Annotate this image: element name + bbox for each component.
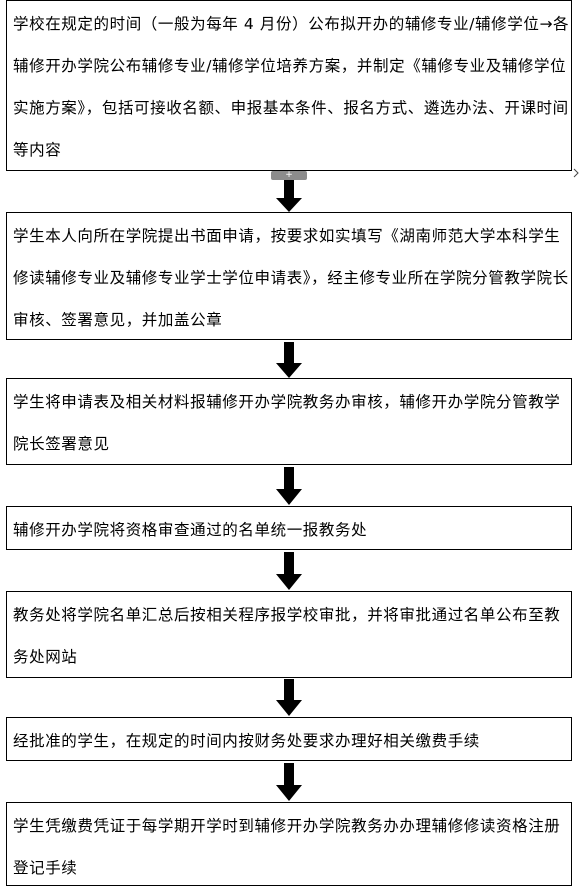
flow-step-2: 学生本人向所在学院提出书面申请，按要求如实填写《湖南师范大学本科学生修读辅修专业… — [6, 212, 572, 340]
side-marker-icon — [573, 168, 579, 178]
flow-step-2-text: 学生本人向所在学院提出书面申请，按要求如实填写《湖南师范大学本科学生修读辅修专业… — [13, 227, 569, 329]
flow-step-3-text: 学生将申请表及相关材料报辅修开办学院教务办审核，辅修开办学院分管教学院长签署意见 — [13, 393, 561, 453]
expand-handle[interactable]: + — [271, 171, 307, 180]
flow-step-7-text: 学生凭缴费凭证于每学期开学时到辅修开办学院教务办办理辅修修读资格注册登记手续 — [13, 817, 561, 877]
flow-step-5-text: 教务处将学院名单汇总后按相关程序报学校审批，并将审批通过名单公布至教务处网站 — [13, 606, 561, 666]
down-arrow-icon — [276, 763, 302, 801]
down-arrow-icon — [276, 679, 302, 716]
flow-step-5: 教务处将学院名单汇总后按相关程序报学校审批，并将审批通过名单公布至教务处网站 — [6, 591, 572, 678]
flow-step-1-text: 学校在规定的时间（一般为每年 4 月份）公布拟开办的辅修专业/辅修学位→各辅修开… — [13, 15, 570, 159]
down-arrow-icon — [276, 342, 302, 378]
down-arrow-icon — [276, 552, 302, 590]
flow-step-6: 经批准的学生，在规定的时间内按财务处要求办理好相关缴费手续 — [6, 717, 572, 761]
flow-step-4-text: 辅修开办学院将资格审查通过的名单统一报教务处 — [13, 521, 368, 539]
flow-step-1: 学校在规定的时间（一般为每年 4 月份）公布拟开办的辅修专业/辅修学位→各辅修开… — [6, 0, 572, 171]
flow-step-6-text: 经批准的学生，在规定的时间内按财务处要求办理好相关缴费手续 — [13, 732, 480, 750]
down-arrow-icon — [276, 467, 302, 505]
flow-step-4: 辅修开办学院将资格审查通过的名单统一报教务处 — [6, 506, 572, 550]
flow-step-3: 学生将申请表及相关材料报辅修开办学院教务办审核，辅修开办学院分管教学院长签署意见 — [6, 378, 572, 465]
flow-step-7: 学生凭缴费凭证于每学期开学时到辅修开办学院教务办办理辅修修读资格注册登记手续 — [6, 802, 572, 886]
down-arrow-icon — [276, 180, 302, 212]
